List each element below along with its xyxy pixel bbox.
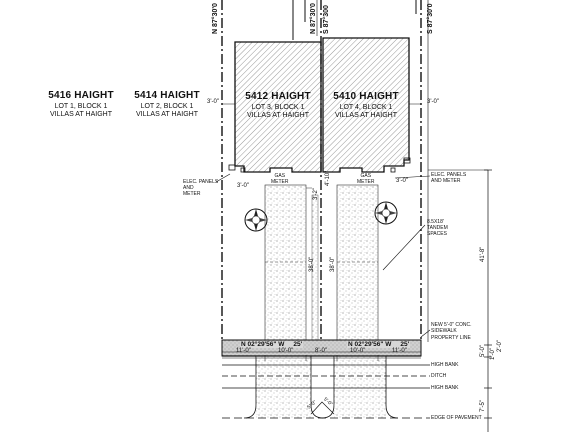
dim-seg-5: 11'-0" [392, 348, 407, 354]
lot-address: 5410 HAIGHT [333, 91, 399, 102]
note-sidewalk: NEW 5'-0" CONC. SIDEWALK [431, 322, 472, 334]
lot-subdivision: VILLAS AT HAIGHT [335, 112, 397, 120]
bearing-text: N 02°29'56" W [348, 341, 392, 348]
dim-depth-right: 41'-8" [480, 246, 486, 262]
note-line: METER [271, 179, 289, 185]
bearing-lot-line-mid-left: N 87°30'0 [310, 3, 317, 34]
note-line: METER [183, 191, 201, 197]
note-gas-meter-right: GAS METER [357, 173, 375, 185]
note-line: NEW 5'-0" CONC. [431, 322, 472, 328]
note-line: SPACES [427, 231, 447, 237]
note-line: TANDEM [427, 225, 448, 231]
bearing-lot-line-right: S 87°30'0 [427, 3, 434, 34]
dim-setback-left: 3'-0" [207, 99, 219, 105]
note-line: GAS [274, 173, 286, 179]
note-line: AND METER [431, 178, 461, 184]
frontage-text: 25' [293, 341, 303, 348]
building-5410 [322, 37, 410, 173]
note-line: AND [183, 185, 194, 191]
note-elec-panels-left: ELEC. PANELS AND METER [183, 179, 218, 197]
dim-sidewalk-1: 1'-0" [490, 348, 496, 360]
dim-drive-length-left: 38'-0" [309, 256, 315, 272]
note-line: ELEC. PANELS [183, 179, 219, 185]
note-ditch: DITCH [431, 373, 447, 379]
note-line: SIDEWALK [431, 328, 457, 334]
dim-drive-length-right: 38'-0" [330, 256, 336, 272]
dim-setback-front-left: 3'-0" [237, 183, 249, 189]
dim-seg-4: 10'-0" [350, 348, 366, 354]
dim-sidewalk-5: 5'-0" [480, 345, 486, 357]
bearing-frontage-left: N 02°29'56" W 25' [240, 341, 304, 348]
dim-seg-2: 10'-0" [278, 348, 294, 354]
note-edge-of-pavement: EDGE OF PAVEMENT [431, 415, 482, 421]
tree-left [244, 208, 268, 232]
note-line: GAS [360, 173, 372, 179]
dim-setback-right: 3'-0" [427, 99, 439, 105]
lot-subdivision: VILLAS AT HAIGHT [136, 111, 198, 119]
lot-number: LOT 4, BLOCK 1 [339, 103, 393, 111]
lot-address: 5412 HAIGHT [245, 91, 311, 102]
dim-setback-front-right: 3'-0" [396, 178, 408, 184]
tree-right [374, 201, 398, 225]
bearing-lot-line-mid-right: S 87°300 [323, 5, 330, 34]
lot-label-5412: 5412 HAIGHT LOT 3, BLOCK 1 VILLAS AT HAI… [240, 91, 316, 121]
lot-number: LOT 2, BLOCK 1 [140, 102, 194, 110]
note-line: METER [357, 179, 375, 185]
note-high-bank-2: HIGH BANK [431, 385, 459, 391]
lot-label-5416: 5416 HAIGHT LOT 1, BLOCK 1 VILLAS AT HAI… [44, 90, 118, 120]
note-line: ELEC. PANELS [431, 172, 467, 178]
lot-number: LOT 3, BLOCK 1 [251, 103, 305, 111]
note-property-line: PROPERTY LINE [431, 335, 471, 341]
note-line: 8.5X18' [427, 219, 444, 225]
driveway-right [336, 184, 379, 341]
driveway-left [264, 184, 307, 341]
lot-label-5410: 5410 HAIGHT LOT 4, BLOCK 1 VILLAS AT HAI… [328, 91, 404, 121]
frontage-text: 25' [400, 341, 410, 348]
dim-seg-3: 8'-0" [315, 348, 327, 354]
lot-address: 5414 HAIGHT [134, 90, 200, 101]
note-gas-meter-left: GAS METER [271, 173, 289, 185]
dim-ditch: 7'-5" [480, 400, 486, 412]
lot-address: 5416 HAIGHT [48, 90, 114, 101]
bearing-frontage-right: N 02°29'56" W 25' [347, 341, 411, 348]
dim-seg-1: 11'-0" [236, 348, 251, 354]
bearing-text: N 02°29'56" W [241, 341, 285, 348]
note-elec-panels-right: ELEC. PANELS AND METER [431, 172, 466, 184]
bearing-lot-line-left: N 87°30'0 [212, 3, 219, 34]
lot-number: LOT 1, BLOCK 1 [54, 102, 108, 110]
dim-gap-mid-lower: 3'-2" [313, 188, 319, 200]
lot-subdivision: VILLAS AT HAIGHT [247, 112, 309, 120]
dim-sidewalk-2: 2'-0" [497, 340, 503, 352]
note-high-bank-1: HIGH BANK [431, 362, 459, 368]
note-tandem-spaces: 8.5X18' TANDEM SPACES [427, 219, 448, 237]
lot-label-5414: 5414 HAIGHT LOT 2, BLOCK 1 VILLAS AT HAI… [130, 90, 204, 120]
dim-gap-mid: 4'-10" [325, 170, 331, 186]
lot-subdivision: VILLAS AT HAIGHT [50, 111, 112, 119]
building-5412 [234, 41, 322, 173]
